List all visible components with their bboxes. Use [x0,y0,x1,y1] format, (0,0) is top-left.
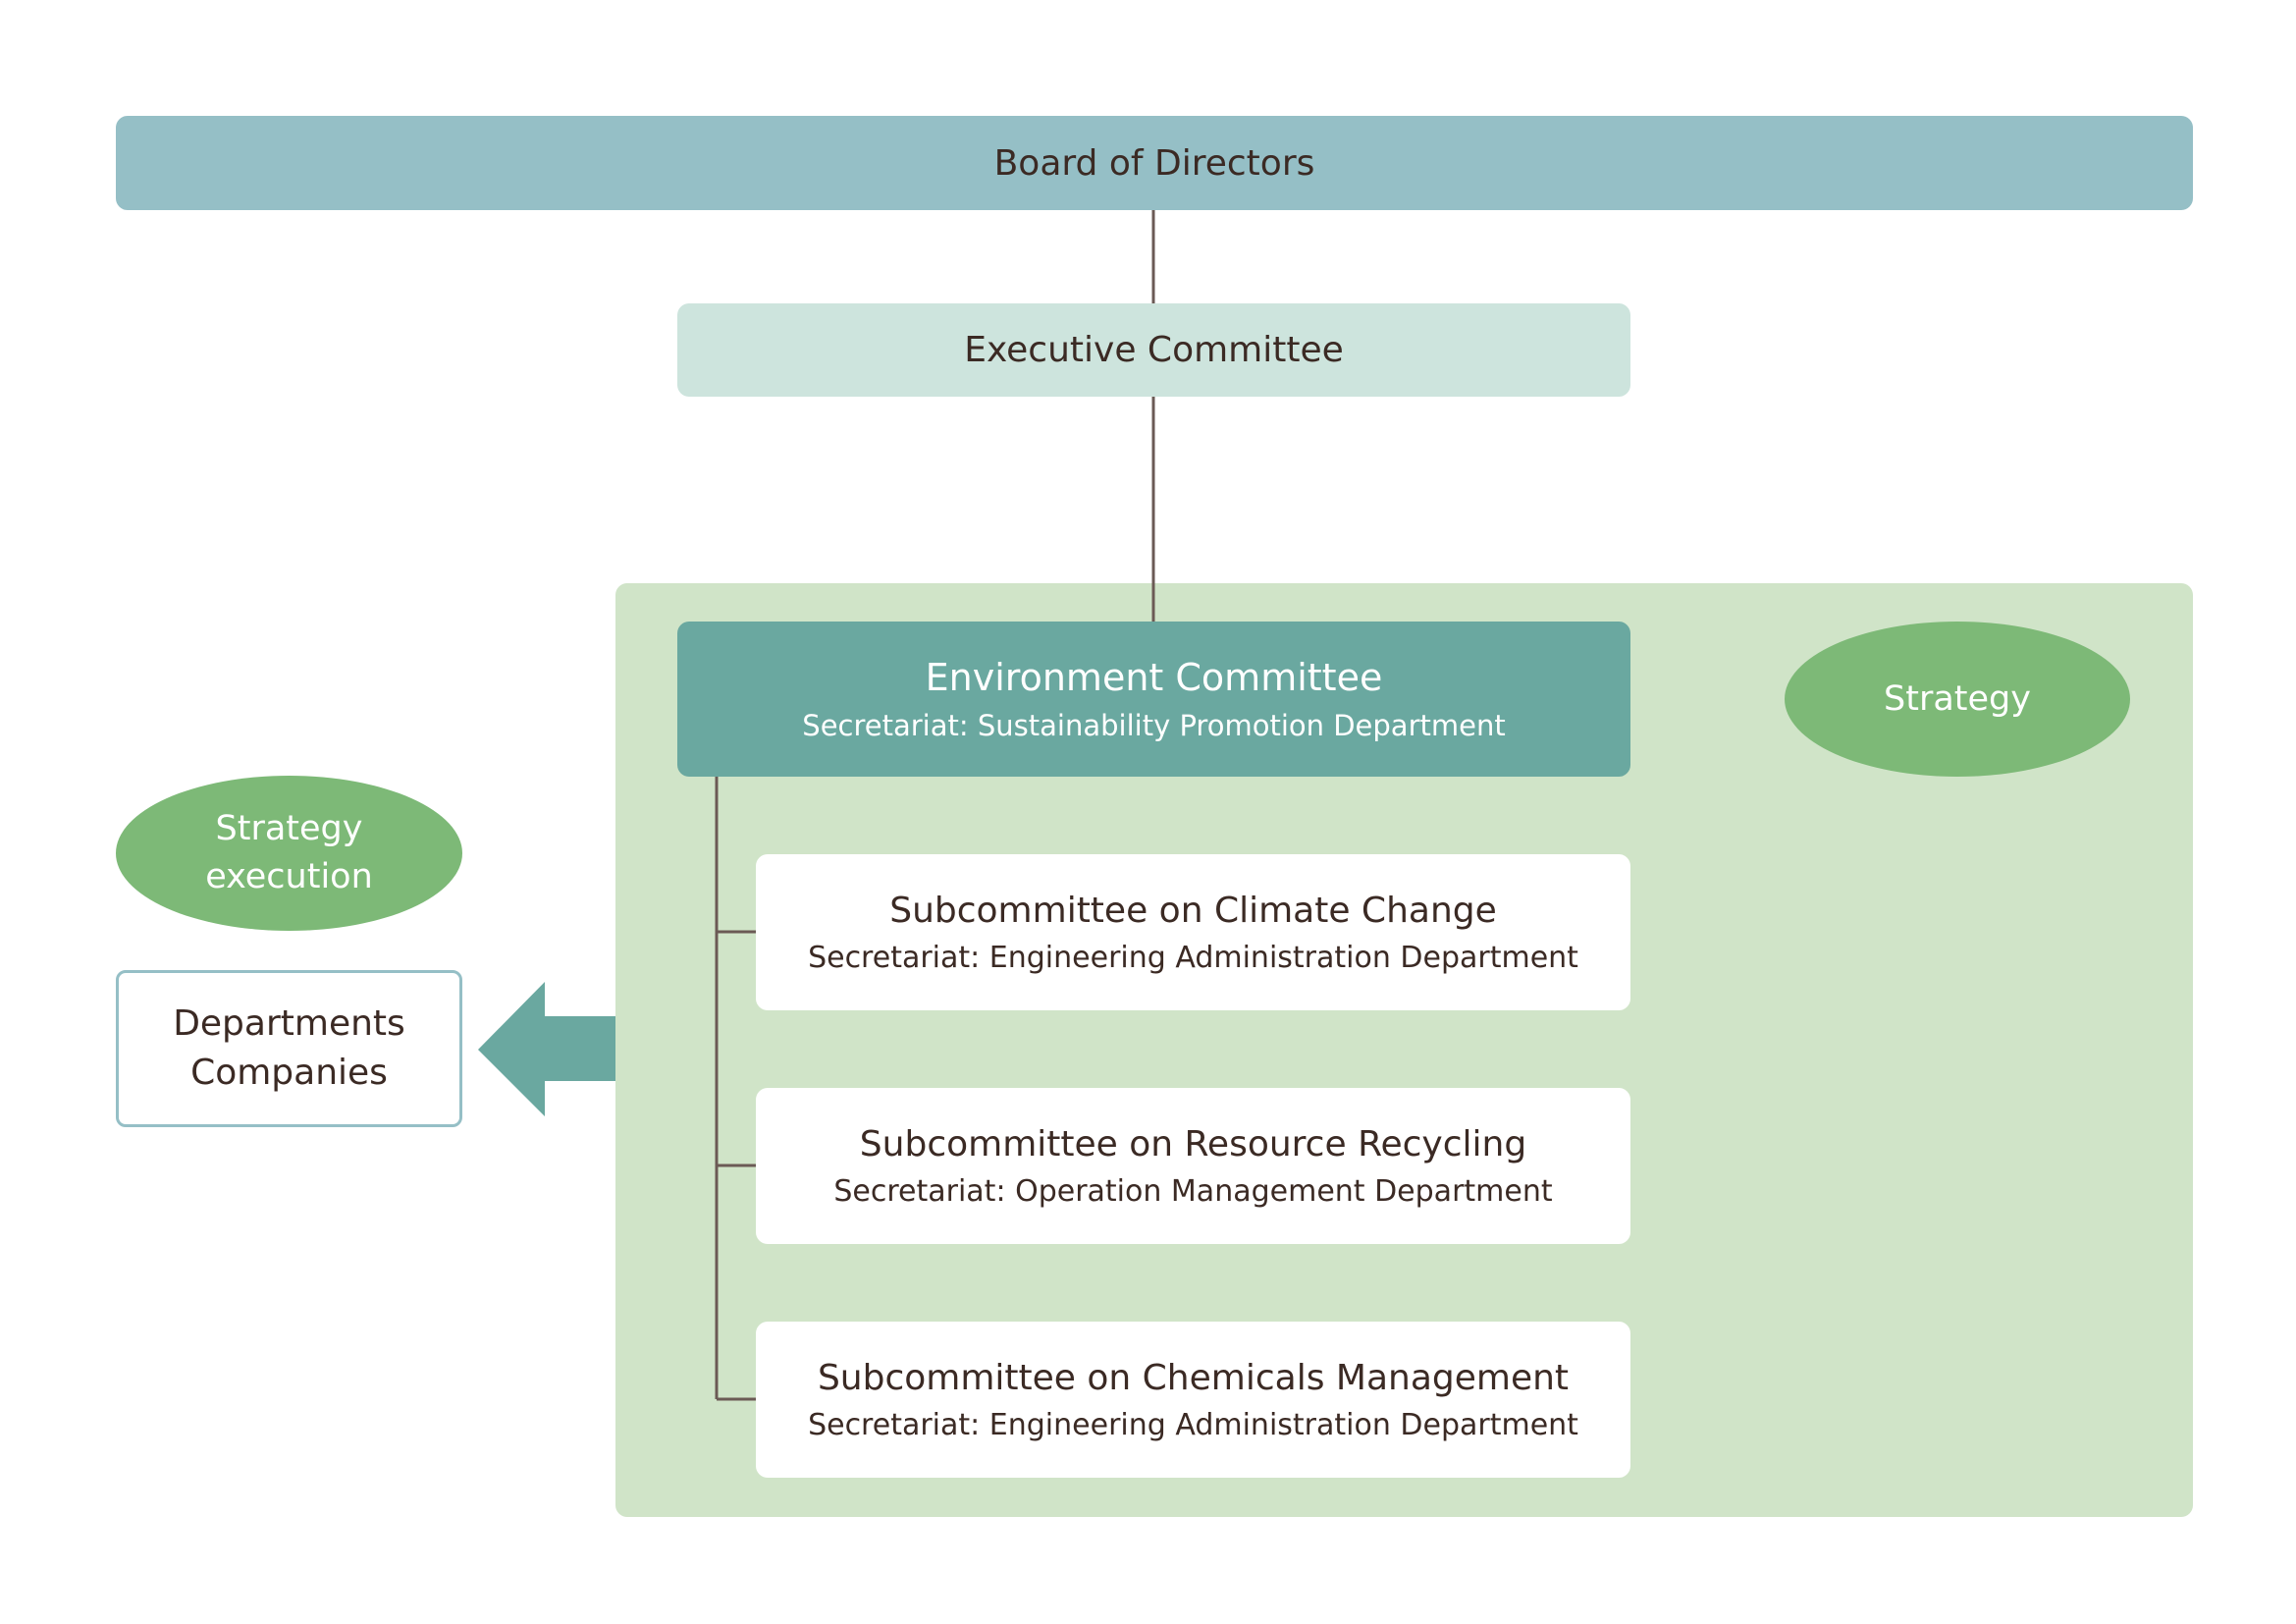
strategy-label: Strategy [1884,678,2031,719]
subcommittee-title: Subcommittee on Chemicals Management [817,1357,1570,1398]
subcommittee-secretariat: Secretariat: Engineering Administration … [808,940,1578,975]
environment-secretariat: Secretariat: Sustainability Promotion De… [802,709,1506,742]
subcommittee-climate-change-box: Subcommittee on Climate Change Secretari… [756,854,1630,1010]
executive-committee-box: Executive Committee [677,303,1630,397]
subcommittee-title: Subcommittee on Resource Recycling [859,1123,1527,1164]
left-arrow-icon [478,982,615,1116]
strategy-execution-oval: Strategy execution [116,776,462,931]
subcommittee-secretariat: Secretariat: Engineering Administration … [808,1407,1578,1442]
executive-title: Executive Committee [964,330,1344,370]
environment-title: Environment Committee [925,656,1383,699]
strategy-oval: Strategy [1785,622,2130,777]
environment-committee-box: Environment Committee Secretariat: Susta… [677,622,1630,777]
subcommittee-chemicals-management-box: Subcommittee on Chemicals Management Sec… [756,1322,1630,1478]
strategy-execution-line1: Strategy [215,809,363,848]
companies-label: Companies [190,1053,388,1093]
strategy-execution-line2: execution [205,857,373,896]
subcommittee-resource-recycling-box: Subcommittee on Resource Recycling Secre… [756,1088,1630,1244]
subcommittee-secretariat: Secretariat: Operation Management Depart… [833,1173,1553,1209]
subcommittee-title: Subcommittee on Climate Change [889,890,1497,931]
departments-label: Departments [173,1002,405,1044]
departments-companies-box: Departments Companies [116,970,462,1127]
board-title: Board of Directors [993,142,1315,184]
board-of-directors-box: Board of Directors [116,116,2193,210]
